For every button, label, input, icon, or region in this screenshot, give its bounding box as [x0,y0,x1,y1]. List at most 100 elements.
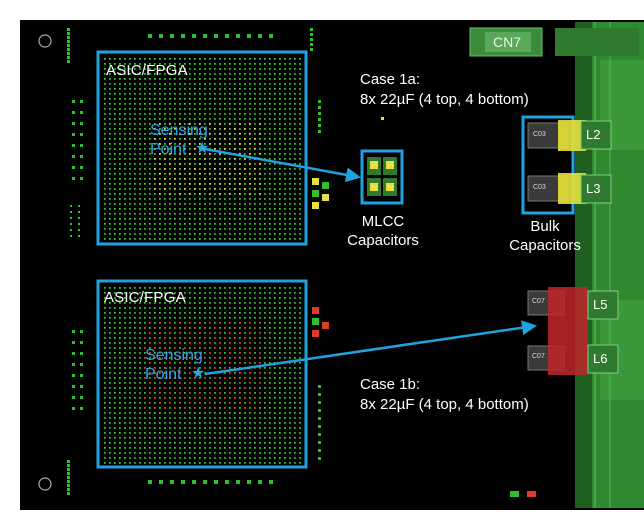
pad [80,374,83,377]
pad [159,163,161,165]
pad [159,342,161,344]
pad [124,442,126,444]
pad [294,297,296,299]
pad [269,143,271,145]
pad [259,218,261,220]
pad [78,229,80,231]
pad [119,377,121,379]
pad [214,357,216,359]
pad [224,108,226,110]
pad [129,198,131,200]
pad [179,193,181,195]
pad [239,148,241,150]
pad [244,193,246,195]
pad [299,367,301,369]
pad [104,98,106,100]
pad [299,442,301,444]
pad [219,447,221,449]
pad [174,93,176,95]
pad [284,302,286,304]
pad [164,238,166,240]
pad [184,322,186,324]
pad [299,387,301,389]
pad [189,108,191,110]
pad [194,337,196,339]
pad [264,73,266,75]
pad [179,113,181,115]
pad [254,417,256,419]
pad [154,218,156,220]
pad [194,238,196,240]
pad [159,302,161,304]
pad [299,93,301,95]
pad [279,352,281,354]
pad [318,457,321,460]
pad [239,188,241,190]
pad [264,88,266,90]
pad [299,88,301,90]
pad [289,88,291,90]
pad [149,233,151,235]
pad [284,218,286,220]
pad [169,233,171,235]
pad [129,367,131,369]
pad [264,78,266,80]
pad [269,88,271,90]
pad [224,148,226,150]
pad [284,372,286,374]
pad [264,58,266,60]
pad [129,432,131,434]
pad [184,58,186,60]
pad [149,407,151,409]
pad [149,228,151,230]
pad [144,452,146,454]
pad [204,392,206,394]
pad [259,367,261,369]
pad [104,133,106,135]
pad [264,342,266,344]
pad [229,223,231,225]
pad [299,407,301,409]
pad [109,372,111,374]
pad [274,292,276,294]
pad [274,213,276,215]
pad [164,68,166,70]
pad [199,78,201,80]
pad [269,397,271,399]
pad [234,417,236,419]
pad [149,287,151,289]
pad [139,178,141,180]
pad [244,73,246,75]
pad [159,183,161,185]
pad [264,302,266,304]
pad [214,83,216,85]
pad [159,372,161,374]
pad [149,322,151,324]
pad [284,213,286,215]
pad [184,462,186,464]
pad [134,168,136,170]
pad [294,198,296,200]
mlcc-label-line2: Capacitors [347,232,419,249]
pad [179,307,181,309]
pad [154,342,156,344]
pad [224,193,226,195]
pad [174,198,176,200]
pad [70,205,72,207]
pad [189,133,191,135]
pad [114,322,116,324]
pad [249,208,251,210]
pad [239,312,241,314]
pad [139,432,141,434]
pad [124,228,126,230]
pad [299,292,301,294]
pad [209,397,211,399]
pad [249,462,251,464]
pad [239,178,241,180]
pad [164,223,166,225]
pad [184,228,186,230]
pad [310,43,313,46]
pad [219,213,221,215]
pad [244,238,246,240]
cap-ref-label: C07 [532,353,545,360]
